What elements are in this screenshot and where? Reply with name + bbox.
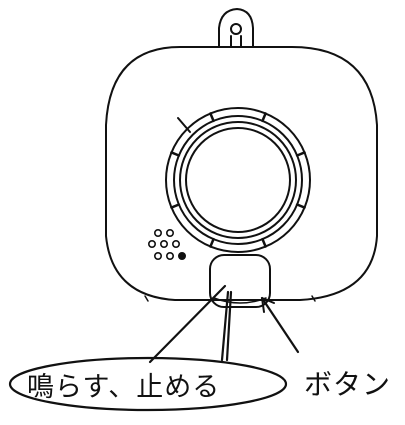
device-body	[105, 46, 378, 301]
ring-segment-divider	[295, 151, 306, 157]
ring-segment-divider	[261, 112, 267, 123]
speaker-dots	[148, 229, 187, 261]
ring-segment-divider	[209, 112, 215, 123]
ring-segment-divider	[170, 203, 181, 209]
ring-segment-divider	[170, 151, 181, 157]
button[interactable]	[209, 254, 271, 308]
lens-ring	[165, 107, 311, 253]
button-label: ボタン	[304, 368, 392, 401]
ring-segment-divider	[295, 203, 306, 209]
callout-label: 鳴らす、止める	[27, 372, 221, 403]
callout-bubble	[8, 356, 288, 412]
ring-segment-divider	[261, 237, 267, 248]
hanging-hook	[212, 8, 260, 48]
leader-lines	[148, 284, 300, 364]
ring-segment-divider	[209, 237, 215, 248]
